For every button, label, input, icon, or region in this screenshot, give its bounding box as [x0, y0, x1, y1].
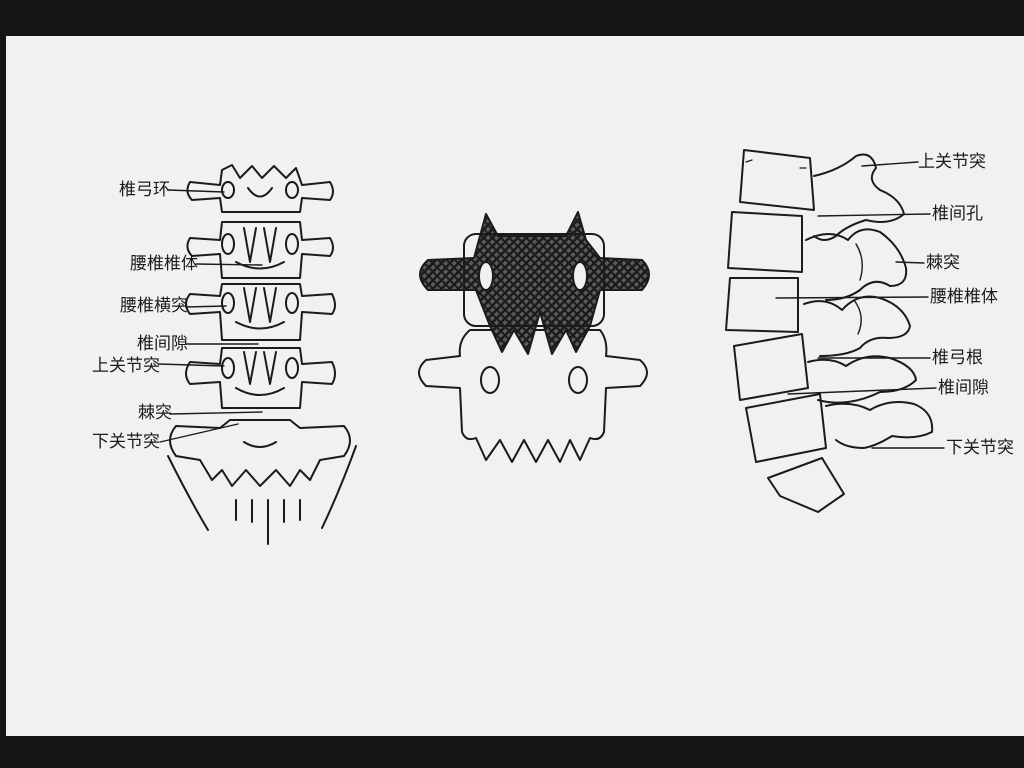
vertebra-2: [187, 222, 333, 278]
label-lumbar-vertebral-body-left: 腰椎椎体: [80, 254, 198, 274]
label-inferior-articular-process-left: 下关节突: [60, 432, 160, 452]
label-spinous-process-right: 棘突: [926, 253, 960, 273]
left-leader-lines: [158, 190, 262, 442]
label-inferior-articular-process-right: 下关节突: [946, 438, 1024, 458]
label-lumbar-vertebral-body-right: 腰椎椎体: [930, 287, 998, 307]
label-intervertebral-foramen: 椎间孔: [932, 204, 983, 224]
middle-vertebrae-view: [419, 212, 649, 462]
vertebra-1: [187, 165, 333, 212]
label-spinous-process-left: 棘突: [110, 403, 172, 423]
upper-vertebra-hatched: [420, 212, 649, 354]
label-superior-articular-process-right: 上关节突: [918, 152, 986, 172]
vertebra-4: [186, 348, 335, 408]
label-intervertebral-space-right: 椎间隙: [938, 378, 989, 398]
label-lumbar-transverse-process: 腰椎横突: [60, 296, 188, 316]
label-pedicle: 椎弓根: [932, 348, 983, 368]
lower-vertebra: [419, 330, 647, 462]
label-vertebral-arch-ring: 椎弓环: [96, 180, 170, 200]
sacrum: [168, 420, 356, 544]
label-superior-articular-process-left: 上关节突: [60, 356, 160, 376]
vertebra-3: [186, 284, 335, 340]
lateral-spine-view: [726, 150, 932, 512]
posterior-spine-view: [168, 165, 356, 544]
label-intervertebral-space-left: 椎间隙: [100, 334, 188, 354]
